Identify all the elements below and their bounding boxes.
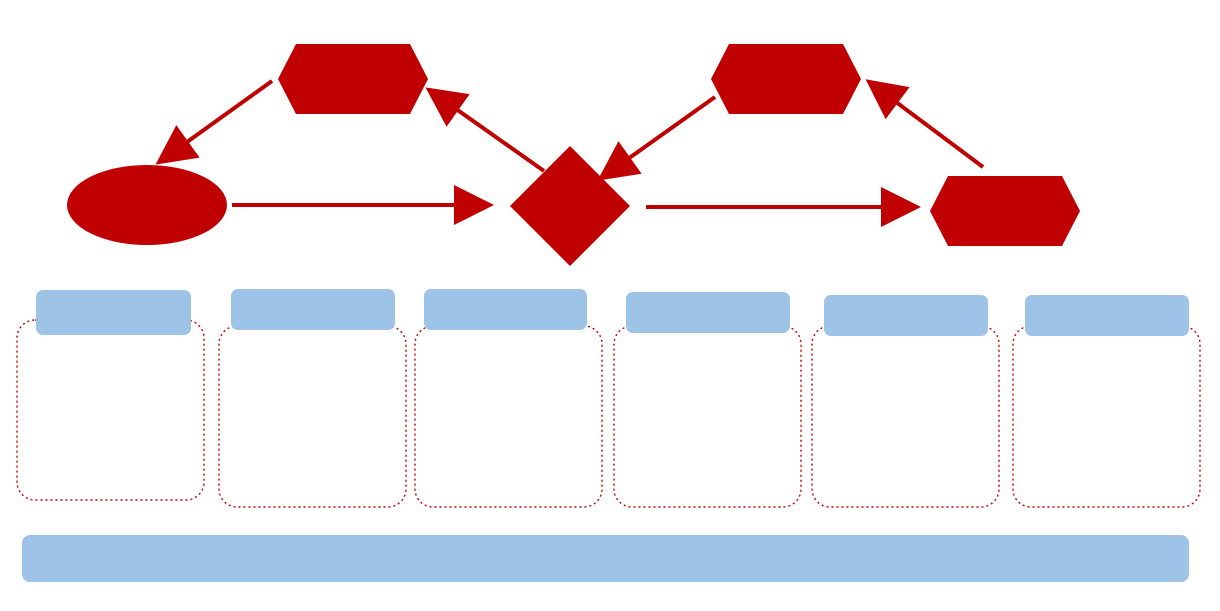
panel-2 bbox=[218, 289, 407, 508]
panel-6-header bbox=[1025, 295, 1189, 336]
footer-bar bbox=[22, 535, 1189, 582]
panel-1-header bbox=[36, 290, 191, 335]
arrow-right-hexagon-to-top-right-hexagon bbox=[865, 79, 985, 169]
top-left-hexagon-node[interactable] bbox=[278, 44, 428, 114]
arrow-hexagon-to-oval bbox=[155, 79, 274, 165]
nodes bbox=[67, 44, 1080, 266]
panel-5 bbox=[811, 295, 1000, 508]
panel-6 bbox=[1012, 295, 1201, 508]
panel-3-header bbox=[424, 289, 587, 330]
panel-5-header bbox=[824, 295, 988, 336]
arrow-top-right-hexagon-to-diamond bbox=[597, 95, 717, 181]
panel-4 bbox=[613, 292, 802, 508]
arrow-diamond-to-top-left-hexagon bbox=[425, 87, 546, 173]
panel-3 bbox=[414, 289, 603, 508]
top-right-hexagon-node[interactable] bbox=[711, 44, 861, 114]
panels bbox=[16, 289, 1201, 508]
panel-2-header bbox=[231, 289, 395, 330]
panel-4-header bbox=[626, 292, 790, 333]
start-oval-node[interactable] bbox=[67, 165, 227, 245]
edges bbox=[155, 79, 985, 227]
center-diamond-node[interactable] bbox=[510, 146, 630, 266]
panel-1 bbox=[16, 290, 205, 501]
right-hexagon-node[interactable] bbox=[930, 176, 1080, 246]
